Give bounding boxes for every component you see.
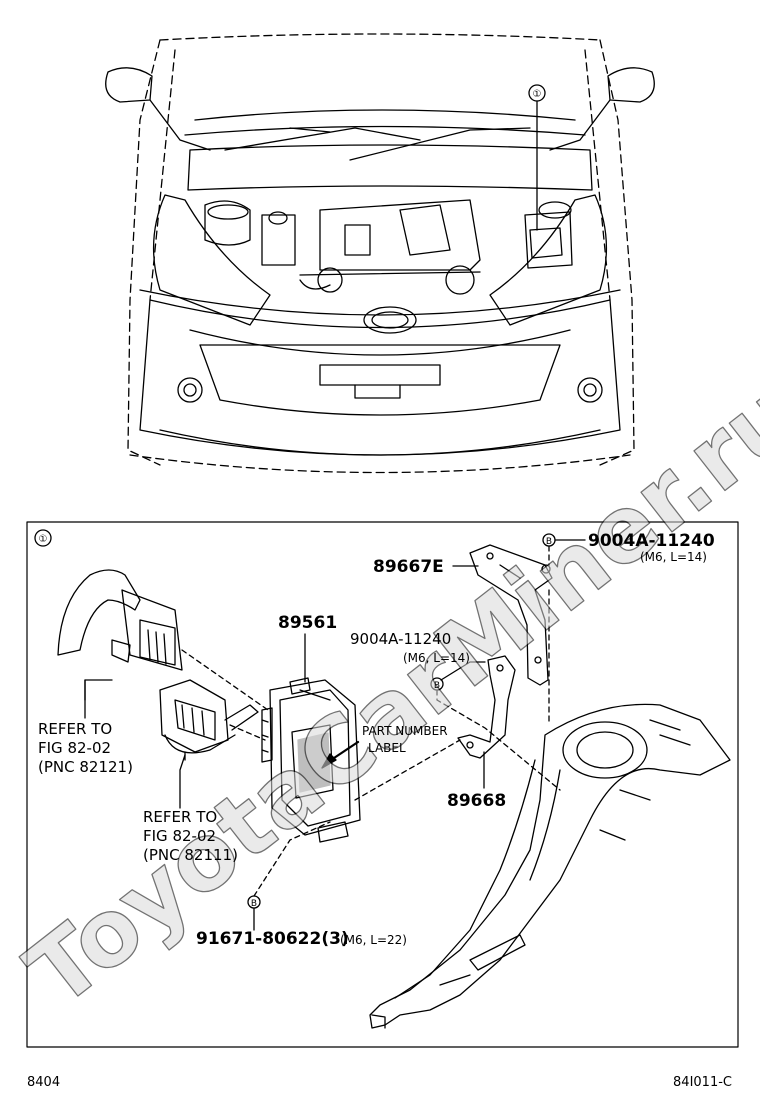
part-89667e-code: 89667E: [373, 557, 444, 577]
bolt-marker-mid: B: [434, 681, 440, 691]
refer2-line3: (PNC 82111): [143, 846, 238, 864]
detail-callout-marker: ①: [39, 534, 48, 545]
bolt-marker-top: B: [546, 537, 552, 547]
detail-frame: [26, 521, 739, 1048]
refer2-line2: FIG 82-02: [143, 827, 216, 845]
part-9004a-top-code: 9004A-11240: [588, 531, 715, 551]
refer1-line3: (PNC 82121): [38, 758, 133, 776]
part-91671-code: 91671-80622(3): [196, 929, 349, 949]
part-9004a-mid-code: 9004A-11240: [350, 630, 451, 648]
footer-page-number: 8404: [27, 1075, 61, 1090]
watermark-text: ToyotaCarMiner.ru: [8, 360, 760, 1027]
leader-lines: [84, 533, 586, 931]
top-callout-marker: ①: [533, 89, 542, 100]
part-number-label-line1: PART NUMBER: [362, 724, 448, 738]
refer1-line2: FIG 82-02: [38, 739, 111, 757]
part-89561-code: 89561: [278, 613, 337, 633]
fender-apron: [369, 703, 731, 1029]
detail-marker-circle: [34, 529, 52, 547]
part-89668-code: 89668: [447, 791, 506, 811]
part-9004a-mid-spec: (M6, L=14): [403, 651, 470, 665]
bolt-marker-bottom: B: [251, 899, 257, 909]
vehicle-front-illustration: [105, 33, 655, 474]
ecu-89561: [261, 677, 361, 843]
part-9004a-top-spec: (M6, L=14): [640, 550, 707, 564]
bracket-89668: [457, 655, 516, 759]
part-91671-spec: (M6, L=22): [340, 933, 407, 947]
footer-figure-code: 84I011-C: [673, 1075, 732, 1090]
refer2-line1: REFER TO: [143, 808, 217, 826]
refer1-line1: REFER TO: [38, 720, 112, 738]
bracket-89667e: [469, 544, 553, 686]
connector-assembly-82111: [159, 679, 259, 761]
part-number-label-line2: LABEL: [368, 741, 406, 755]
connector-assembly-82121: [57, 569, 183, 701]
